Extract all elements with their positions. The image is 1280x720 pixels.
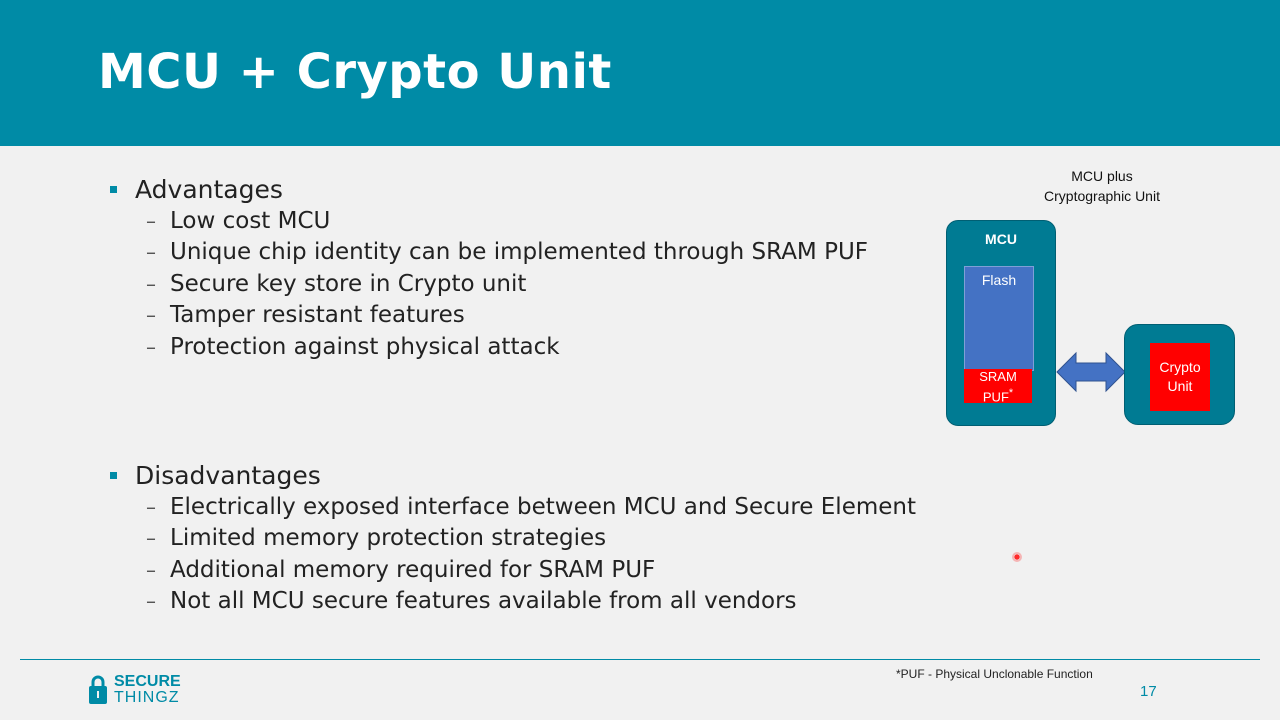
list-item: –Protection against physical attack xyxy=(108,331,868,363)
list-item-text: Limited memory protection strategies xyxy=(170,525,607,552)
list-item-text: Protection against physical attack xyxy=(170,333,560,360)
list-item: –Secure key store in Crypto unit xyxy=(108,268,868,300)
footnote: *PUF - Physical Unclonable Function xyxy=(896,667,1093,681)
dash-icon: – xyxy=(146,303,156,328)
dash-icon: – xyxy=(146,589,156,614)
list-item-text: Additional memory required for SRAM PUF xyxy=(170,556,656,583)
sram-puf-block: SRAM PUF* xyxy=(964,369,1032,405)
logo-line1: SECURE xyxy=(114,673,181,690)
dash-icon: – xyxy=(146,271,156,296)
disadvantages-heading: Disadvantages xyxy=(135,460,321,490)
list-item: –Unique chip identity can be implemented… xyxy=(108,237,868,269)
secure-thingz-logo: SECURE THINGZ xyxy=(88,674,181,706)
diagram-caption-line1: MCU plus xyxy=(1071,168,1133,184)
list-item-text: Tamper resistant features xyxy=(170,302,465,329)
dash-icon: – xyxy=(146,334,156,359)
list-item: –Limited memory protection strategies xyxy=(108,523,916,555)
puf-label-row: PUF* xyxy=(964,385,1032,405)
list-item: –Additional memory required for SRAM PUF xyxy=(108,554,916,586)
laser-pointer-icon xyxy=(1012,552,1022,562)
diagram-caption-line2: Cryptographic Unit xyxy=(1044,188,1160,204)
disadvantages-section: Disadvantages –Electrically exposed inte… xyxy=(108,459,916,617)
list-item: –Low cost MCU xyxy=(108,205,868,237)
advantages-heading-row: Advantages xyxy=(108,173,868,205)
crypto-unit-inner: Crypto Unit xyxy=(1150,343,1210,411)
slide-title: MCU + Crypto Unit xyxy=(98,44,612,100)
sram-label: SRAM xyxy=(979,369,1017,384)
crypto-label-line1: Crypto xyxy=(1159,359,1201,375)
footnote-marker: * xyxy=(1008,387,1014,399)
logo-line2: THINGZ xyxy=(114,689,180,706)
square-bullet-icon xyxy=(110,471,117,479)
page-number: 17 xyxy=(1140,683,1157,700)
list-item-text: Not all MCU secure features available fr… xyxy=(170,588,797,615)
list-item-text: Electrically exposed interface between M… xyxy=(170,493,916,520)
mcu-block: MCU Flash SRAM PUF* xyxy=(946,220,1056,426)
list-item: –Not all MCU secure features available f… xyxy=(108,586,916,618)
crypto-unit-block: Crypto Unit xyxy=(1124,324,1235,425)
list-item: –Electrically exposed interface between … xyxy=(108,491,916,523)
flash-label: Flash xyxy=(981,272,1017,288)
diagram-caption: MCU plus Cryptographic Unit xyxy=(1020,166,1184,206)
advantages-section: Advantages –Low cost MCU –Unique chip id… xyxy=(108,173,868,363)
mcu-label: MCU xyxy=(985,231,1017,247)
advantages-heading: Advantages xyxy=(135,174,283,204)
list-item-text: Unique chip identity can be implemented … xyxy=(170,239,869,266)
puf-label: PUF xyxy=(982,389,1009,405)
dash-icon: – xyxy=(146,494,156,519)
title-bar: MCU + Crypto Unit xyxy=(0,0,1280,146)
list-item: –Tamper resistant features xyxy=(108,300,868,332)
dash-icon: – xyxy=(146,208,156,233)
crypto-label-line2: Unit xyxy=(1167,378,1193,394)
list-item-text: Low cost MCU xyxy=(170,207,331,234)
dash-icon: – xyxy=(146,526,156,551)
flash-block: Flash xyxy=(964,266,1034,371)
dash-icon: – xyxy=(146,557,156,582)
footer-divider xyxy=(20,659,1260,660)
list-item-text: Secure key store in Crypto unit xyxy=(170,270,527,297)
square-bullet-icon xyxy=(110,185,117,193)
bidirectional-arrow-icon xyxy=(1056,351,1126,393)
padlock-icon xyxy=(89,675,107,704)
dash-icon: – xyxy=(146,240,156,265)
disadvantages-heading-row: Disadvantages xyxy=(108,459,916,491)
